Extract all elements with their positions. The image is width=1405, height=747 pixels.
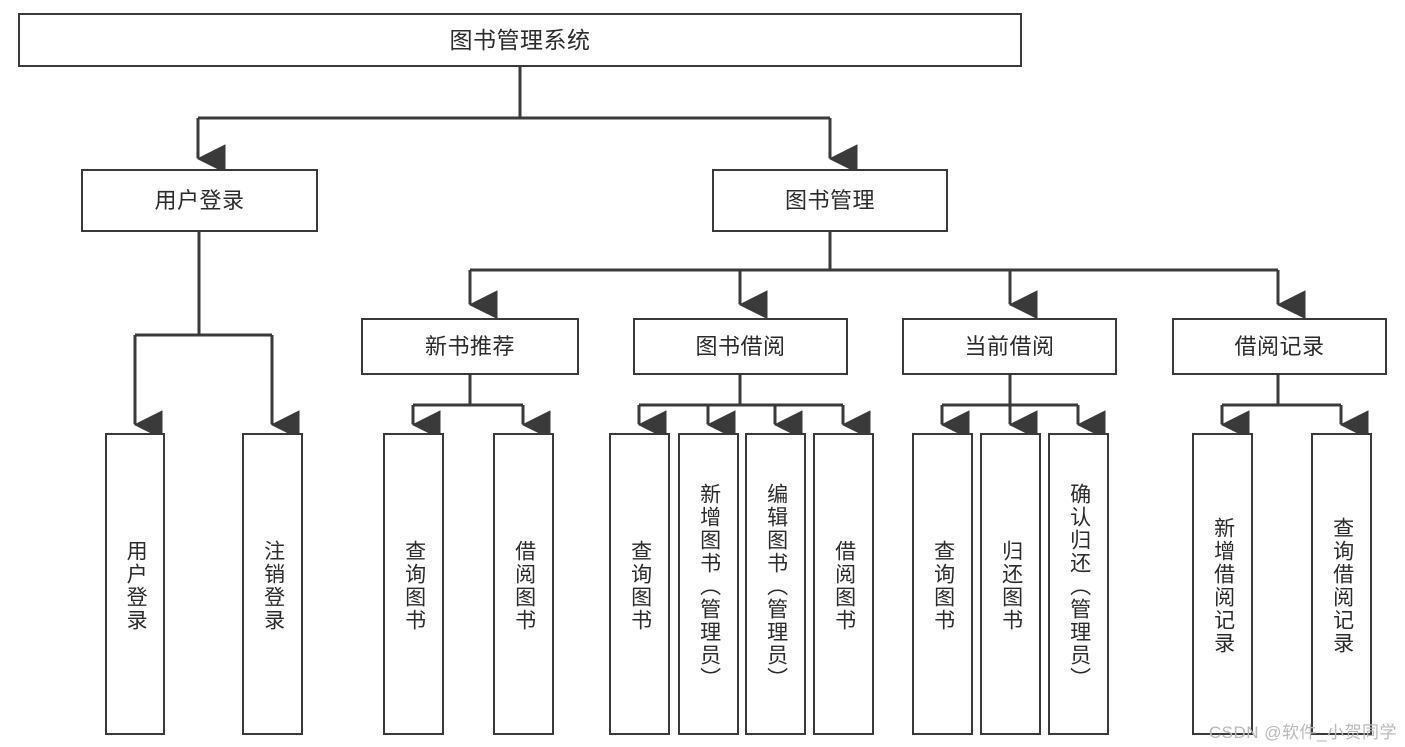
node-root-system[interactable]: 图书管理系统 xyxy=(18,13,1022,67)
node-label: 新增借阅记录 xyxy=(1211,517,1235,655)
leaf-borrow-book[interactable]: 借阅图书 xyxy=(813,433,874,735)
leaf-edit-book-admin[interactable]: 编辑图书（管理员） xyxy=(745,433,806,735)
leaf-query-book-new[interactable]: 查询图书 xyxy=(383,433,444,735)
node-label: 新书推荐 xyxy=(424,333,515,359)
leaf-add-borrow-record[interactable]: 新增借阅记录 xyxy=(1192,433,1253,735)
node-book-borrow[interactable]: 图书借阅 xyxy=(633,318,848,375)
node-current-borrow[interactable]: 当前借阅 xyxy=(902,318,1117,375)
node-new-book-recommend[interactable]: 新书推荐 xyxy=(361,318,579,375)
leaf-query-borrow-record[interactable]: 查询借阅记录 xyxy=(1311,433,1372,735)
node-label: 用户登录 xyxy=(154,187,245,213)
node-label: 编辑图书（管理员） xyxy=(764,482,788,690)
node-book-management[interactable]: 图书管理 xyxy=(712,169,948,232)
leaf-user-login[interactable]: 用户登录 xyxy=(105,433,165,735)
leaf-borrow-book-new[interactable]: 借阅图书 xyxy=(493,433,554,735)
leaf-logout[interactable]: 注销登录 xyxy=(242,433,303,735)
node-borrow-records[interactable]: 借阅记录 xyxy=(1172,318,1387,375)
node-label: 新增图书（管理员） xyxy=(697,482,721,690)
node-label: 归还图书 xyxy=(999,540,1023,632)
node-label: 图书管理 xyxy=(784,187,875,213)
leaf-add-book-admin[interactable]: 新增图书（管理员） xyxy=(678,433,739,735)
node-label: 查询借阅记录 xyxy=(1330,517,1354,655)
node-label: 借阅图书 xyxy=(832,540,856,632)
leaf-return-book[interactable]: 归还图书 xyxy=(980,433,1041,735)
node-label: 图书管理系统 xyxy=(449,26,591,53)
node-label: 当前借阅 xyxy=(964,333,1055,359)
node-label: 图书借阅 xyxy=(695,333,786,359)
node-label: 用户登录 xyxy=(124,540,148,632)
leaf-confirm-return-admin[interactable]: 确认归还（管理员） xyxy=(1048,433,1109,735)
leaf-query-book-current[interactable]: 查询图书 xyxy=(912,433,973,735)
node-label: 查询图书 xyxy=(402,540,426,632)
node-label: 查询图书 xyxy=(628,540,652,632)
node-user-login[interactable]: 用户登录 xyxy=(81,169,318,232)
node-label: 借阅记录 xyxy=(1234,333,1325,359)
leaf-query-book-borrow[interactable]: 查询图书 xyxy=(609,433,670,735)
node-label: 查询图书 xyxy=(931,540,955,632)
watermark-text: CSDN @软件_小贺同学 xyxy=(1208,723,1397,742)
node-label: 注销登录 xyxy=(261,540,285,632)
node-label: 确认归还（管理员） xyxy=(1067,482,1091,690)
node-label: 借阅图书 xyxy=(512,540,536,632)
